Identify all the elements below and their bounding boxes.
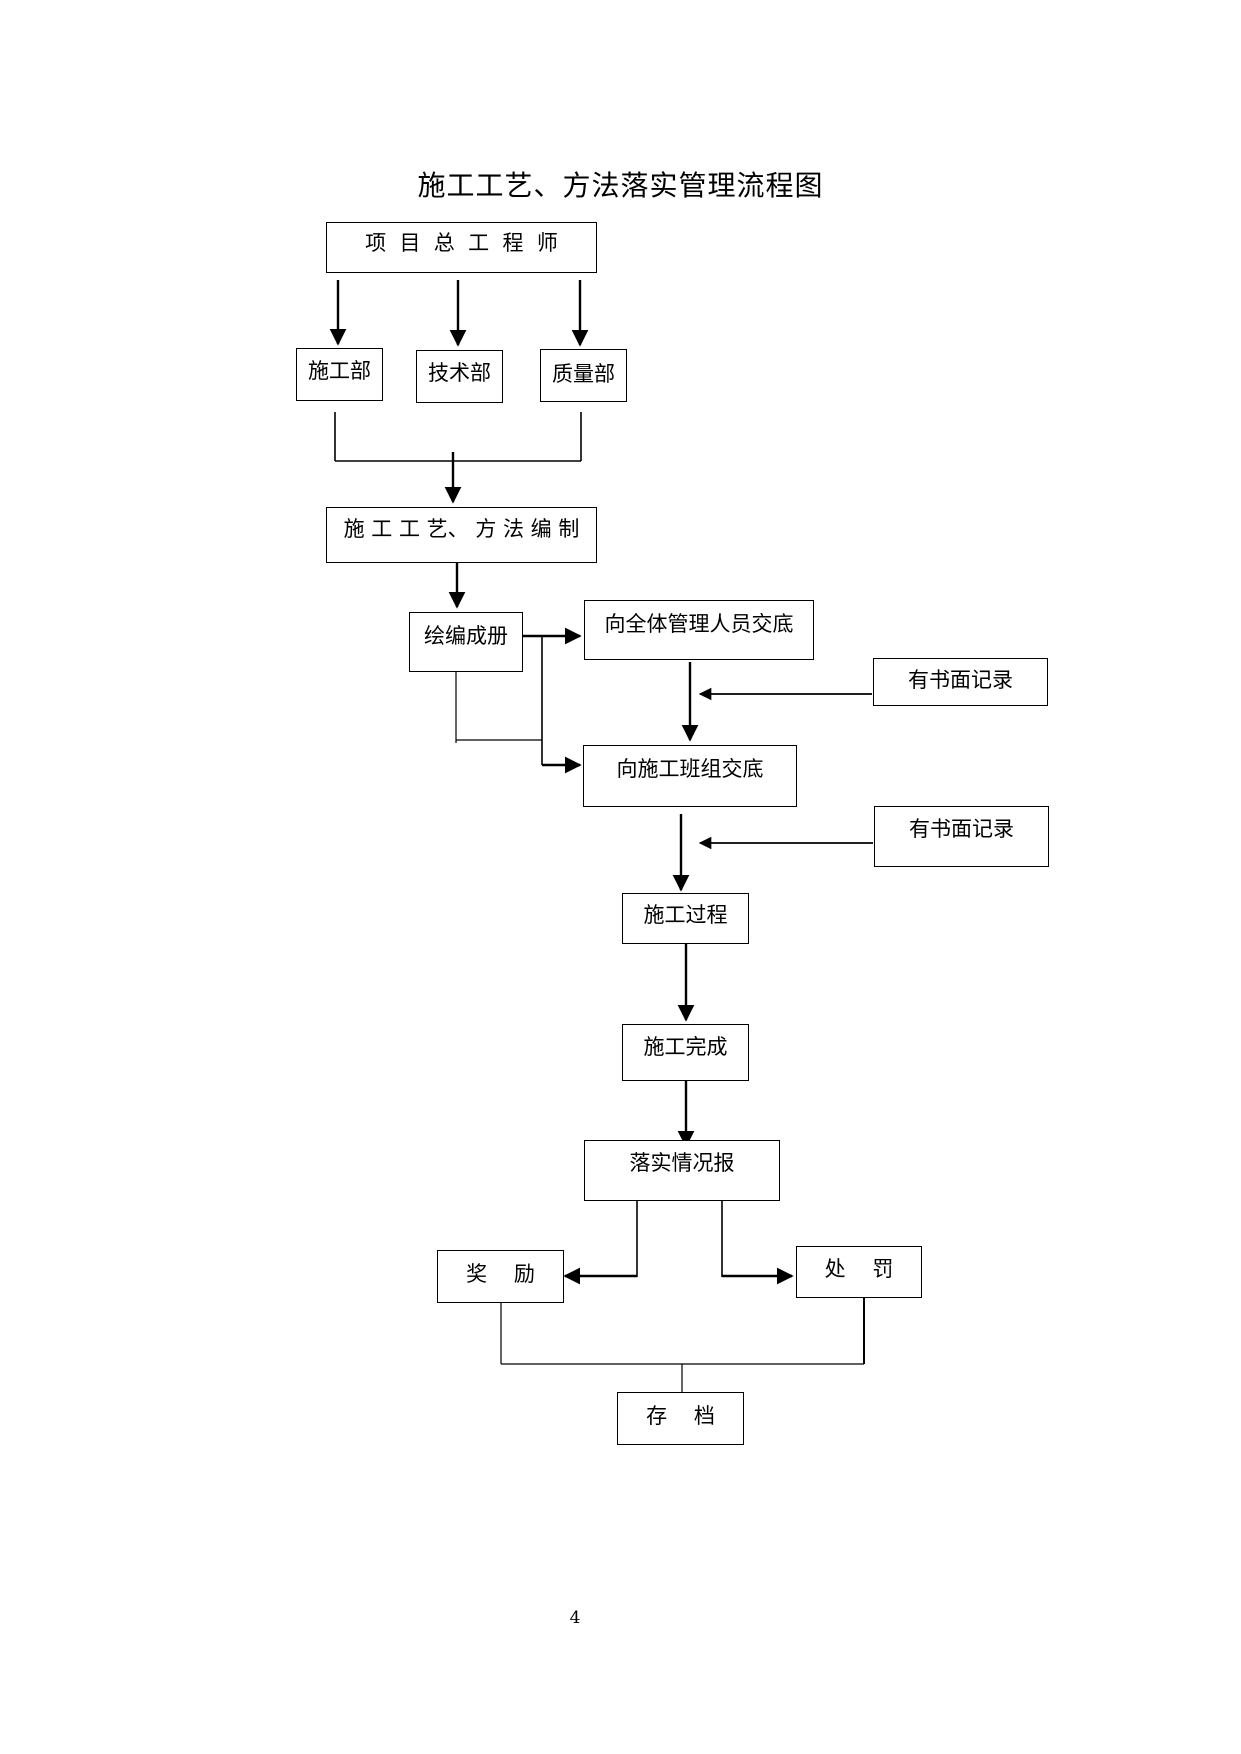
- brief-team-label: 向施工班组交底: [616, 757, 764, 781]
- reward-box: 奖 励: [437, 1250, 564, 1303]
- written-record-1-box: 有书面记录: [873, 658, 1048, 706]
- written-record-2-label: 有书面记录: [909, 817, 1014, 841]
- written-record-2-box: 有书面记录: [874, 806, 1049, 867]
- construction-dept-box: 施工部: [296, 348, 383, 401]
- chief-engineer-box: 项 目 总 工 程 师: [326, 222, 597, 273]
- compile-booklet-label: 绘编成册: [424, 624, 508, 648]
- archive-box: 存 档: [617, 1392, 744, 1445]
- quality-dept-box: 质量部: [540, 349, 627, 402]
- compile-method-label: 施 工 工 艺、 方 法 编 制: [343, 517, 580, 541]
- construction-complete-label: 施工完成: [643, 1035, 728, 1059]
- construction-complete-box: 施工完成: [622, 1024, 749, 1081]
- brief-management-box: 向全体管理人员交底: [584, 600, 814, 660]
- construction-process-box: 施工过程: [622, 893, 749, 944]
- brief-management-label: 向全体管理人员交底: [604, 612, 794, 636]
- compile-method-box: 施 工 工 艺、 方 法 编 制: [326, 507, 597, 563]
- compile-booklet-box: 绘编成册: [409, 612, 523, 672]
- technical-dept-box: 技术部: [416, 350, 503, 403]
- construction-dept-label: 施工部: [308, 359, 371, 383]
- reward-label: 奖 励: [466, 1262, 535, 1286]
- implementation-report-box: 落实情况报: [584, 1140, 780, 1201]
- page-title: 施工工艺、方法落实管理流程图: [417, 169, 824, 202]
- quality-dept-label: 质量部: [552, 362, 615, 386]
- brief-team-box: 向施工班组交底: [583, 745, 797, 807]
- archive-label: 存 档: [646, 1404, 715, 1428]
- page-number: 4: [569, 1608, 581, 1628]
- written-record-1-label: 有书面记录: [908, 668, 1013, 692]
- implementation-report-label: 落实情况报: [629, 1151, 735, 1175]
- technical-dept-label: 技术部: [428, 361, 491, 385]
- penalty-box: 处 罚: [796, 1246, 922, 1298]
- penalty-label: 处 罚: [824, 1257, 894, 1281]
- construction-process-label: 施工过程: [643, 903, 728, 927]
- chief-engineer-label: 项 目 总 工 程 师: [365, 231, 558, 255]
